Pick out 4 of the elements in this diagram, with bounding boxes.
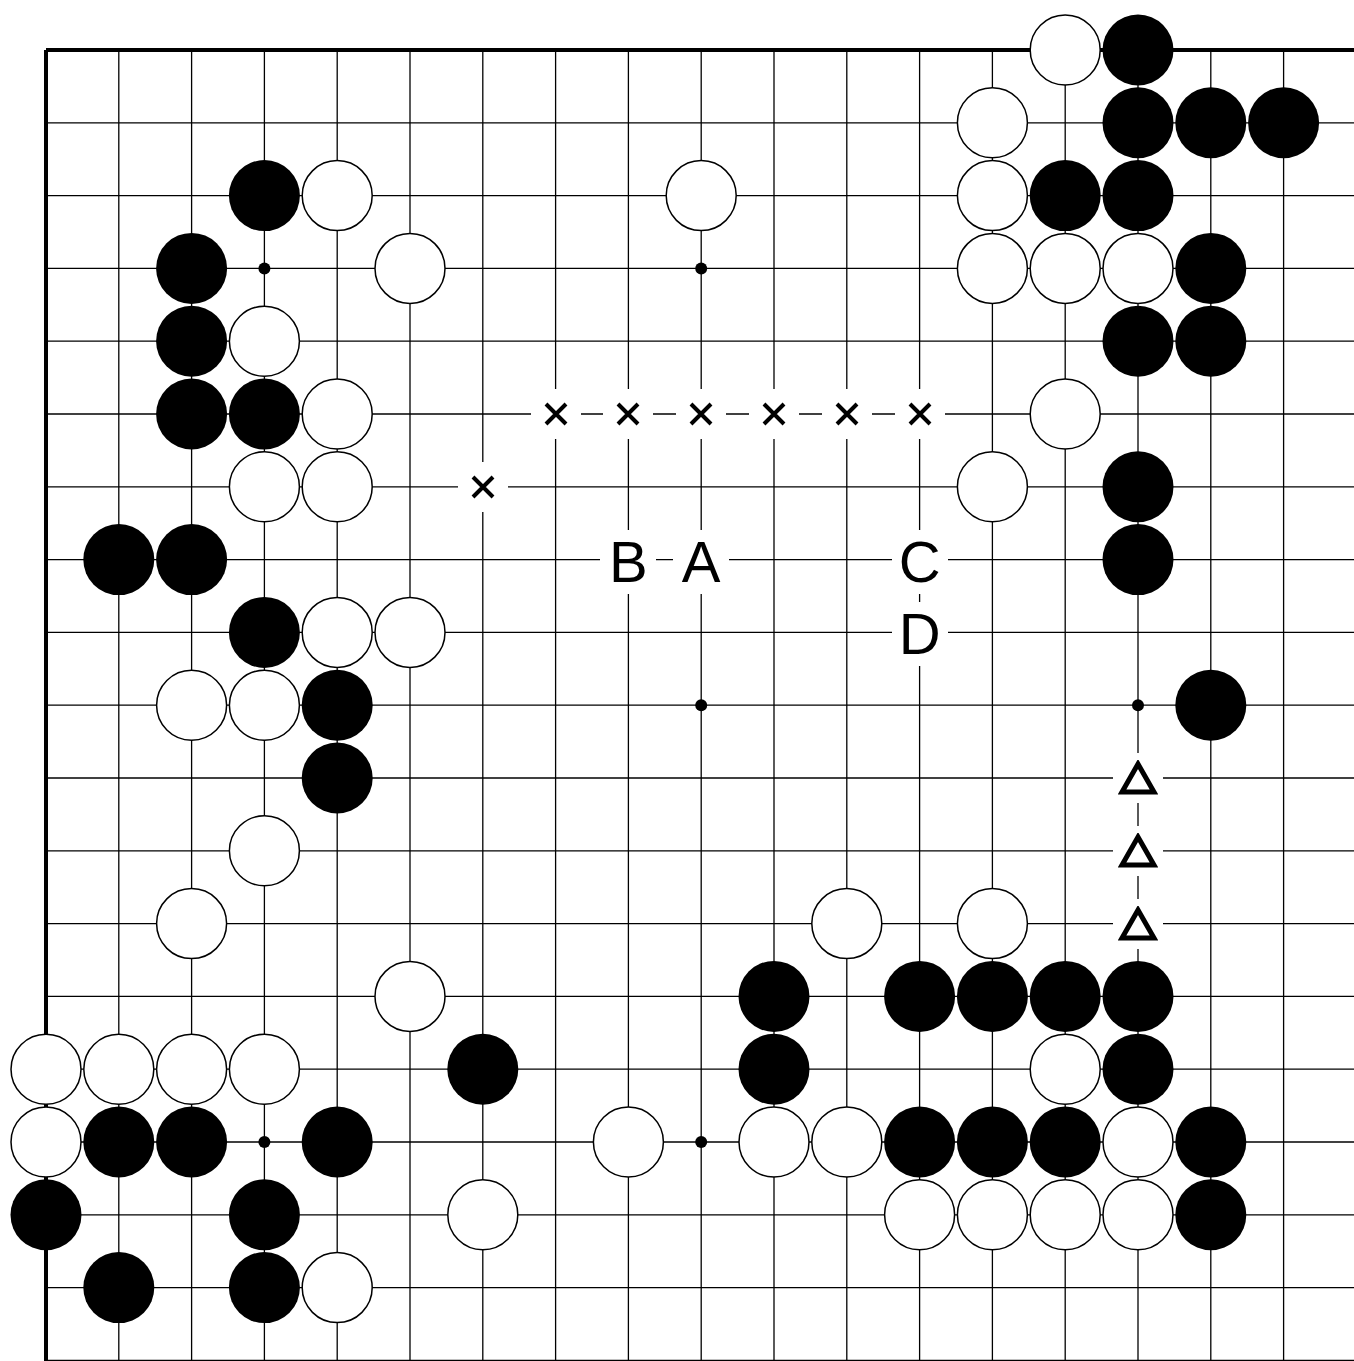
point-label: B — [600, 529, 657, 594]
point-label: D — [891, 602, 948, 667]
point-label: A — [673, 529, 730, 594]
point-label: C — [891, 529, 948, 594]
